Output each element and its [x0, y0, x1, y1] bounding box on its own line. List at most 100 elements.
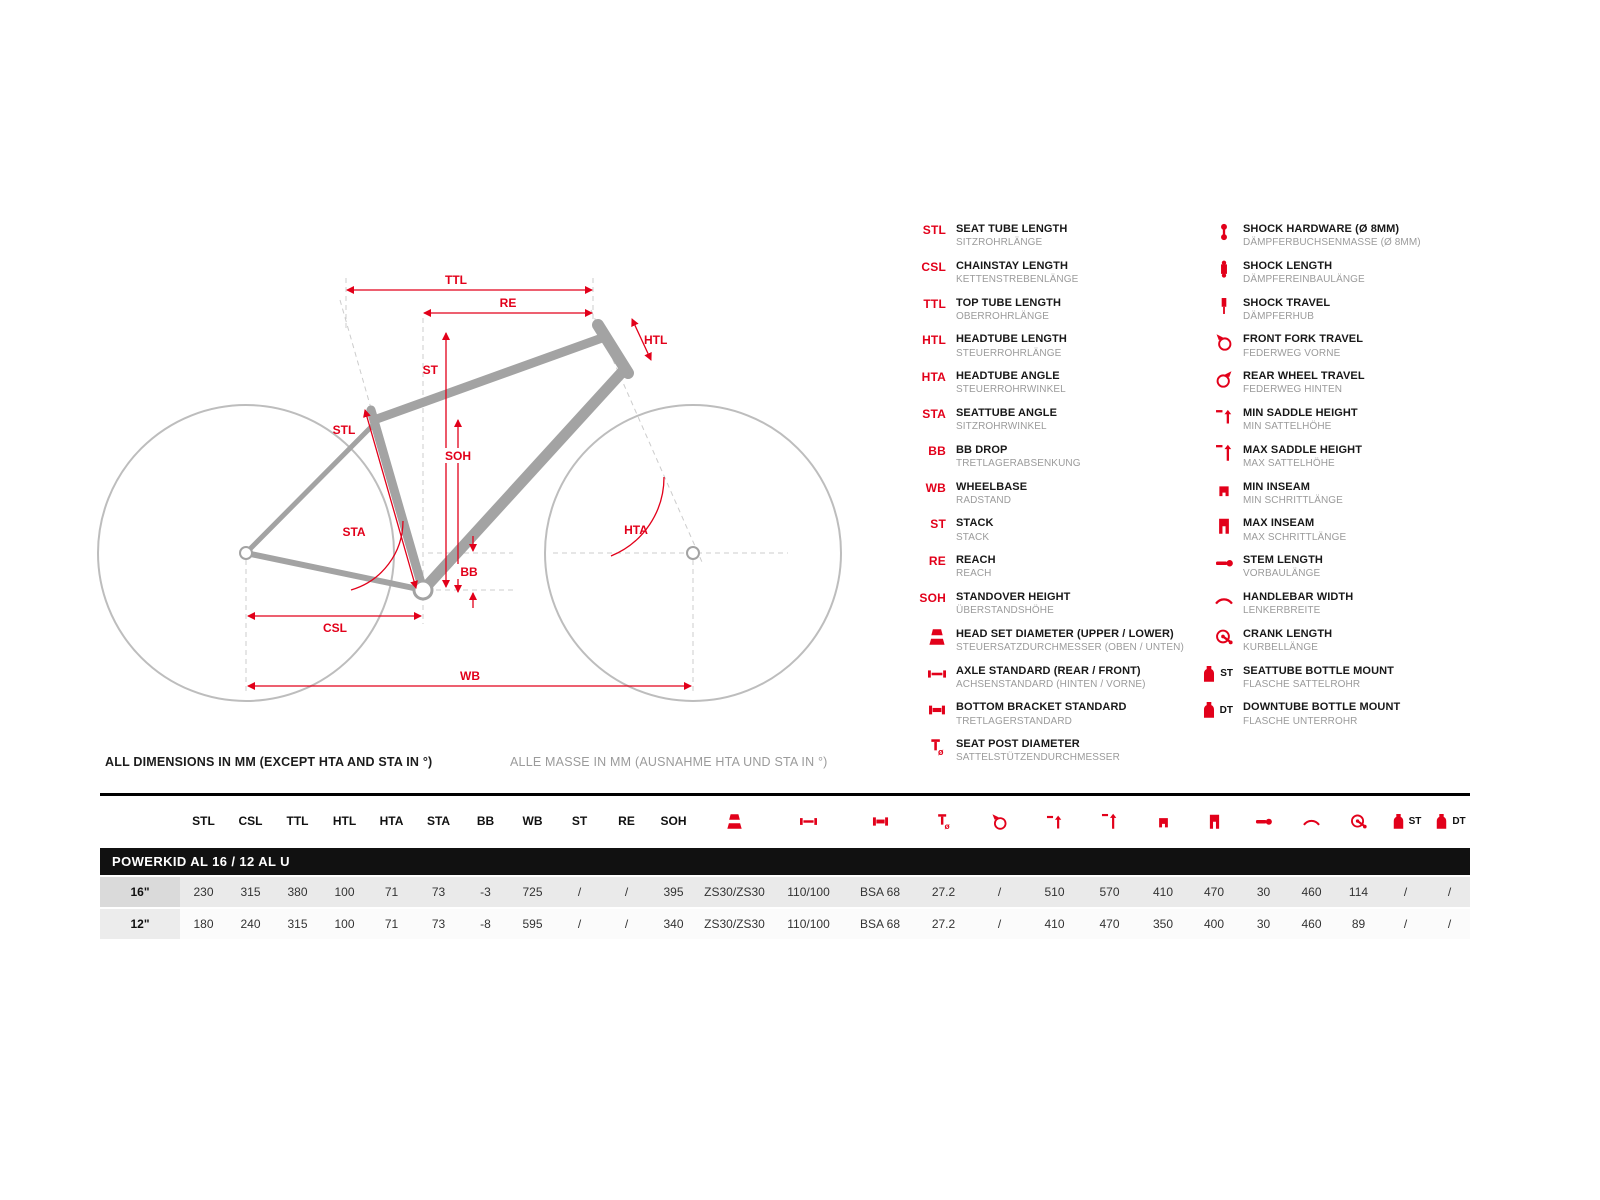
table-title-bar: POWERKID AL 16 / 12 AL U — [100, 848, 1470, 875]
spec-value: 410 — [1027, 909, 1082, 939]
legend-name: SHOCK TRAVEL — [1243, 296, 1331, 309]
column-suffix: ST — [1408, 815, 1422, 827]
legend-name: MAX SADDLE HEIGHT — [1243, 443, 1363, 456]
legend-name: CHAINSTAY LENGTH — [956, 259, 1069, 272]
legend-sub: STEUERSATZDURCHMESSER (OBEN / UNTEN) — [956, 642, 1184, 654]
label-backings — [440, 448, 484, 579]
legend-sub: STEUERROHRLÄNGE — [956, 347, 1062, 359]
legend-suffix: ST — [1220, 668, 1233, 680]
legend-key — [1195, 406, 1243, 425]
stem-icon — [1216, 560, 1233, 567]
legend-name: BB DROP — [956, 443, 1008, 456]
legend-column-right: SHOCK HARDWARE (Ø 8MM)DÄMPFERBUCHSENMASS… — [1195, 222, 1478, 774]
front-dropout — [686, 546, 700, 560]
spec-value: -8 — [462, 909, 509, 939]
spec-value: -3 — [462, 877, 509, 907]
sta-arc — [350, 520, 404, 591]
legend-sub: DÄMPFERHUB — [1243, 310, 1315, 322]
column-header — [100, 796, 180, 846]
footnote-english: ALL DIMENSIONS IN MM (EXCEPT HTA AND STA… — [105, 755, 433, 769]
legend-key: ST — [908, 516, 956, 531]
spec-value: / — [556, 877, 603, 907]
bb-icon — [872, 816, 888, 826]
spec-value: 30 — [1239, 909, 1288, 939]
legend-key: WB — [908, 480, 956, 495]
column-label: STL — [192, 814, 215, 828]
legend-sub: ÜBERSTANDSHÖHE — [956, 605, 1054, 617]
legend-key: CSL — [908, 259, 956, 274]
spec-value: 395 — [650, 877, 697, 907]
column-header-icon — [1189, 796, 1239, 846]
column-header: WB — [509, 796, 556, 846]
legend-abbr: WB — [925, 480, 946, 495]
seatpost-icon: ø — [938, 813, 950, 830]
label-stl: STL — [333, 423, 356, 437]
legend-name: MIN SADDLE HEIGHT — [1243, 406, 1358, 419]
legend-sub: DÄMPFERBUCHSENMASSE (Ø 8MM) — [1243, 237, 1421, 249]
column-header: BB — [462, 796, 509, 846]
axle-icon — [800, 817, 817, 825]
legend-sub: SITZROHRWINKEL — [956, 421, 1047, 433]
min-inseam-icon — [1219, 485, 1229, 496]
legend-key: DT — [1195, 700, 1243, 719]
column-header-icon — [697, 796, 772, 846]
legend-abbr: RE — [928, 554, 946, 569]
max-inseam-icon — [1219, 519, 1229, 535]
spec-value: 100 — [321, 909, 368, 939]
spec-value: 73 — [415, 909, 462, 939]
column-header-icon — [1335, 796, 1382, 846]
spec-value: ZS30/ZS30 — [697, 909, 772, 939]
column-header-icon: ø — [915, 796, 972, 846]
min-saddle-icon — [1216, 409, 1232, 424]
spec-value: 315 — [227, 877, 274, 907]
legend-name: SEAT TUBE LENGTH — [956, 223, 1068, 235]
legend-name: AXLE STANDARD (REAR / FRONT) — [956, 664, 1141, 677]
legend-abbr: SOH — [919, 590, 946, 605]
legend-name: HEAD SET DIAMETER (UPPER / LOWER) — [956, 627, 1174, 640]
headset-icon — [929, 629, 945, 645]
column-header-icon: ST — [1382, 796, 1429, 846]
column-header: ST — [556, 796, 603, 846]
legend-name: MIN INSEAM — [1243, 480, 1310, 493]
footnote-german: ALLE MASSE IN MM (AUSNAHME HTA UND STA I… — [510, 755, 828, 769]
legend-key: STL — [908, 222, 956, 237]
legend-name: STACK — [956, 517, 994, 530]
spec-value: 73 — [415, 877, 462, 907]
column-label: ST — [571, 814, 588, 828]
table-title: POWERKID AL 16 / 12 AL U — [112, 854, 290, 869]
legend-sub: SITZROHRLÄNGE — [956, 237, 1043, 249]
legend-abbr: ST — [930, 517, 946, 532]
axle-icon — [928, 669, 946, 678]
label-st: ST — [423, 363, 439, 377]
legend-name: SHOCK LENGTH — [1243, 259, 1333, 272]
legend-name: MAX INSEAM — [1243, 517, 1315, 530]
spec-value: 110/100 — [772, 909, 845, 939]
legend-sub: VORBAULÄNGE — [1243, 568, 1321, 580]
bottle-icon — [1204, 665, 1215, 682]
spec-value: 180 — [180, 909, 227, 939]
spec-value: 71 — [368, 909, 415, 939]
spec-value: 100 — [321, 877, 368, 907]
top-tube — [369, 333, 607, 425]
shock-hardware-icon — [1221, 223, 1227, 241]
column-header: TTL — [274, 796, 321, 846]
label-bb: BB — [460, 565, 478, 579]
